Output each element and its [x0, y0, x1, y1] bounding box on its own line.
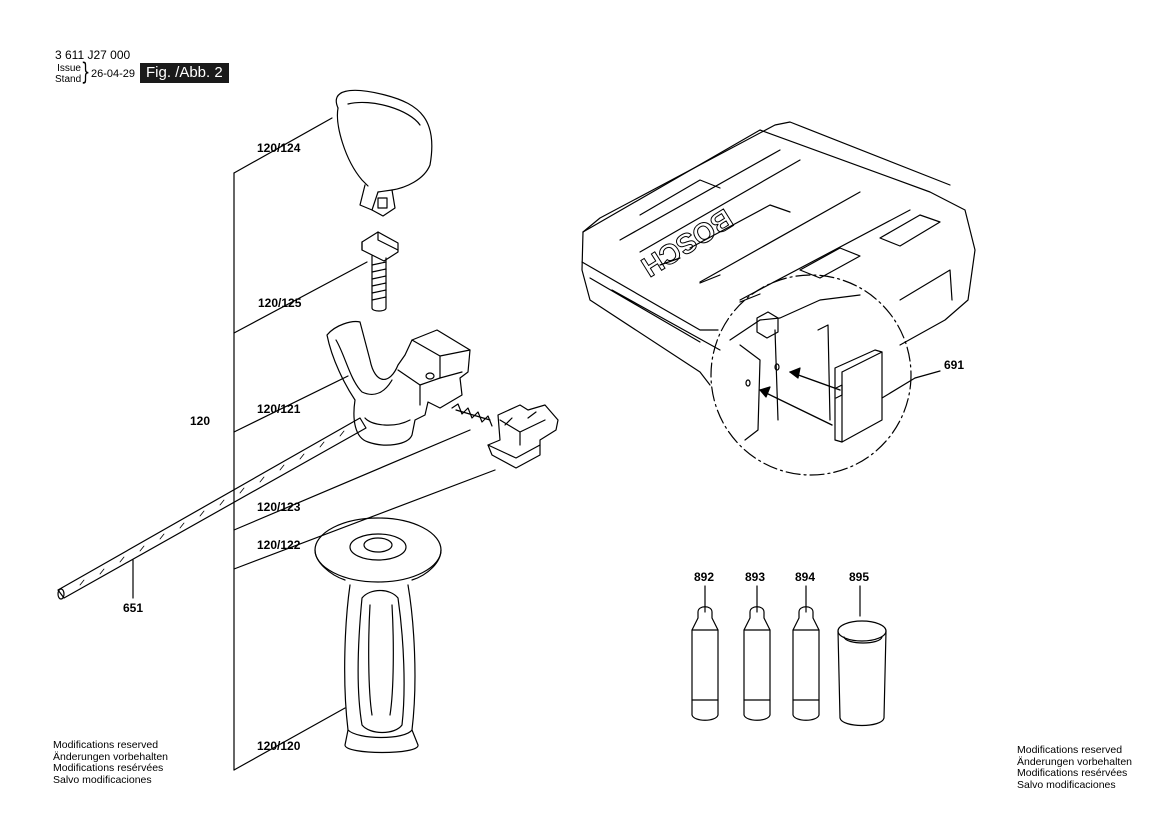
depth-rod — [57, 417, 367, 600]
detail-circle — [710, 274, 912, 476]
grease-tube-893 — [743, 585, 771, 721]
case-brand-text: BOSCH — [636, 203, 738, 283]
clamp-band — [335, 89, 433, 217]
footer-right-line: Modifications resérvées — [1017, 767, 1128, 779]
part-label-893: 893 — [745, 570, 766, 584]
footer-left-line: Modifications resérvées — [53, 762, 164, 774]
issue-stand-label: Issue Stand — [55, 63, 81, 85]
footer-left-line: Salvo modificaciones — [53, 773, 152, 786]
handle-holder — [326, 320, 471, 446]
label-plate — [759, 349, 941, 443]
t-bolt — [361, 231, 399, 312]
document-number: 3 611 J27 000 — [55, 48, 131, 62]
part-label-894: 894 — [795, 570, 816, 584]
footer-right-line: Salvo modificaciones — [1017, 778, 1116, 791]
part-label-651: 651 — [123, 601, 144, 615]
issue-label: Issue — [57, 63, 81, 74]
group-bracket — [233, 117, 496, 771]
part-label-120-120: 120/120 — [257, 739, 301, 753]
figure-tag: Fig. /Abb. 2 — [140, 63, 229, 83]
footer-left-line: Modifications reserved — [53, 739, 159, 751]
part-label-120-125: 120/125 — [258, 296, 302, 310]
sliding-clip — [487, 404, 559, 469]
part-label-120: 120 — [190, 414, 211, 428]
grease-tube-894 — [792, 585, 820, 721]
grease-container-895 — [837, 585, 887, 727]
part-label-120-122: 120/122 — [257, 538, 301, 552]
footer-right-notice: Modifications reserved Änderungen vorbeh… — [1017, 744, 1133, 791]
part-label-895: 895 — [849, 570, 870, 584]
footer-right-line: Änderungen vorbehalten — [1017, 755, 1133, 768]
brace-glyph: } — [81, 58, 91, 86]
issue-date: 26-04-29 — [91, 68, 136, 80]
part-label-120-123: 120/123 — [257, 500, 301, 514]
footer-right-line: Modifications reserved — [1017, 744, 1123, 756]
stand-label: Stand — [55, 74, 82, 85]
auxiliary-handle — [314, 517, 442, 754]
part-label-120-121: 120/121 — [257, 402, 301, 416]
carrying-case — [581, 121, 976, 386]
spring — [451, 403, 493, 427]
part-label-691: 691 — [944, 358, 965, 372]
part-label-120-124: 120/124 — [257, 141, 301, 155]
grease-tube-892 — [691, 585, 719, 721]
part-label-892: 892 — [694, 570, 715, 584]
footer-left-line: Änderungen vorbehalten — [53, 750, 169, 763]
footer-left-notice: Modifications reserved Änderungen vorbeh… — [53, 739, 169, 786]
